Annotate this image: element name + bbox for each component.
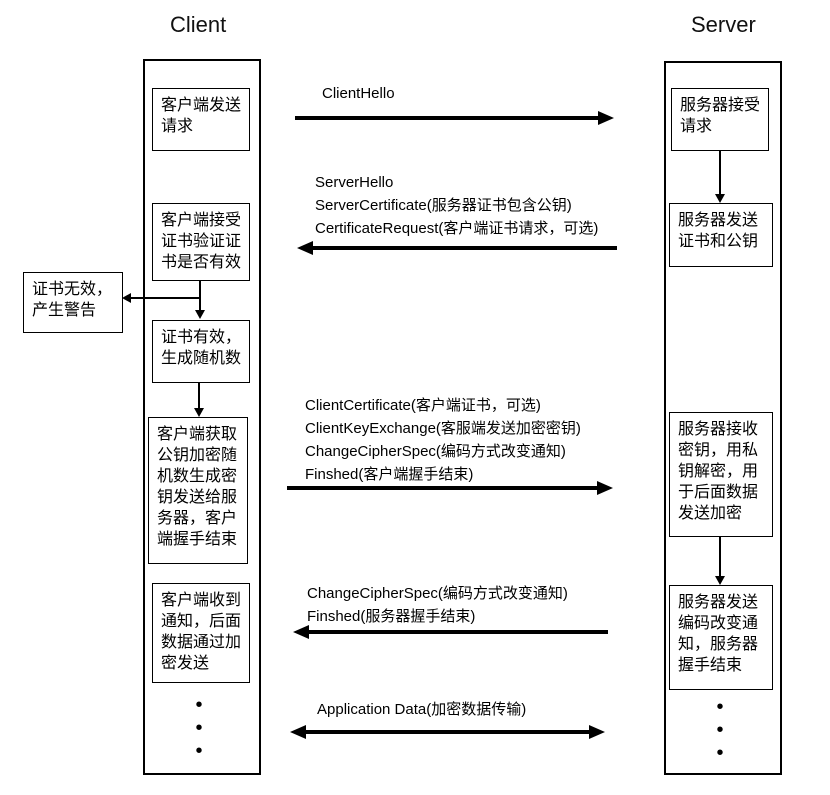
arrowhead-right-icon: [597, 481, 613, 495]
server-flow-line-2: [719, 537, 721, 577]
arrowhead-left-icon: [297, 241, 313, 255]
message-line: ClientKeyExchange(客服端发送加密密钥): [305, 420, 581, 437]
message-line: CertificateRequest(客户端证书请求，可选): [315, 220, 599, 237]
client-title: Client: [170, 12, 227, 37]
server-box-change-cipher: 服务器发送 编码改变通 知，服务器 握手结束: [669, 585, 773, 690]
message-appdata-arrow: [306, 730, 589, 734]
warning-box-cert-invalid: 证书无效， 产生警告: [23, 272, 123, 333]
message-line: Finshed(客户端握手结束): [305, 466, 474, 483]
server-box-receive-key: 服务器接收 密钥，用私 钥解密，用 于后面数据 发送加密: [669, 412, 773, 537]
client-box-verify-cert: 客户端接受 证书验证证 书是否有效: [152, 203, 250, 281]
message-clienthello-label: ClientHello: [322, 82, 395, 105]
message-line: Finshed(服务器握手结束): [307, 608, 476, 625]
message-line: ChangeCipherSpec(编码方式改变通知): [305, 443, 566, 460]
message-changecipher-label: ChangeCipherSpec(编码方式改变通知) Finshed(服务器握手…: [307, 582, 568, 628]
client-flow-line-1: [199, 281, 201, 311]
client-box-cert-valid: 证书有效， 生成随机数: [152, 320, 250, 383]
arrowhead-left-icon: [290, 725, 306, 739]
client-flow-line-2: [198, 383, 200, 409]
ellipsis-dots-server: • • •: [716, 696, 724, 764]
message-changecipher-arrow: [309, 630, 608, 634]
message-line: ClientCertificate(客户端证书，可选): [305, 397, 541, 414]
message-line: ServerHello: [315, 174, 394, 191]
message-appdata-label: Application Data(加密数据传输): [317, 698, 526, 721]
arrow-left-icon: [122, 293, 131, 303]
client-box-send-request: 客户端发送 请求: [152, 88, 250, 151]
message-serverhello-arrow: [313, 246, 617, 250]
arrowhead-right-icon: [589, 725, 605, 739]
client-box-receive-notice: 客户端收到 通知，后面 数据通过加 密发送: [152, 583, 250, 683]
message-line: ServerCertificate(服务器证书包含公钥): [315, 197, 572, 214]
message-line: ClientHello: [322, 85, 395, 102]
message-clienthello-arrow: [295, 116, 599, 120]
arrowhead-left-icon: [293, 625, 309, 639]
arrow-down-icon: [194, 408, 204, 417]
ellipsis-dots-client: • • •: [195, 694, 203, 762]
arrow-down-icon: [715, 194, 725, 203]
message-serverhello-label: ServerHello ServerCertificate(服务器证书包含公钥)…: [315, 171, 598, 240]
message-clientcert-label: ClientCertificate(客户端证书，可选) ClientKeyExc…: [305, 394, 581, 486]
server-box-accept-request: 服务器接受 请求: [671, 88, 769, 151]
arrow-down-icon: [715, 576, 725, 585]
server-box-send-cert: 服务器发送 证书和公钥: [669, 203, 773, 267]
message-line: ChangeCipherSpec(编码方式改变通知): [307, 585, 568, 602]
message-clientcert-arrow: [287, 486, 597, 490]
message-line: Application Data(加密数据传输): [317, 701, 527, 718]
arrowhead-right-icon: [598, 111, 614, 125]
client-box-encrypt-key: 客户端获取 公钥加密随 机数生成密 钥发送给服 务器，客户 端握手结束: [148, 417, 248, 564]
server-flow-line-1: [719, 151, 721, 195]
arrow-down-icon: [195, 310, 205, 319]
server-title: Server: [691, 12, 756, 37]
warning-branch-line: [131, 297, 200, 299]
